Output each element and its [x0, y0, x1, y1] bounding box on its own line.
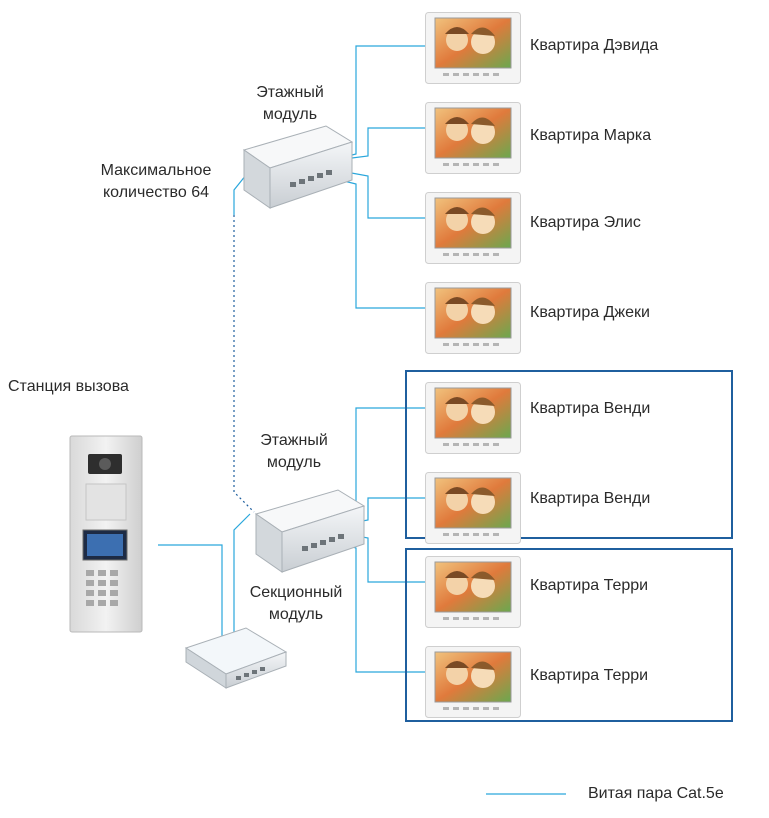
floor-module-label-2-line2: модуль: [266, 454, 322, 471]
apartment-label-wendy-1: Квартира Венди: [530, 400, 651, 417]
max-count-line2: количество 64: [102, 184, 210, 201]
call-station-label: Станция вызова: [8, 378, 129, 395]
apartment-label-mark: Квартира Марка: [530, 127, 652, 144]
max-count-label: Максимальное количество 64: [80, 160, 232, 204]
apartment-label-wendy-2: Квартира Венди: [530, 490, 651, 507]
floor-module-device-2: [254, 489, 366, 573]
section-module-line2: модуль: [268, 606, 324, 623]
floor-module-label-2: Этажный модуль: [238, 430, 350, 474]
floor-module-device-1: [242, 125, 354, 209]
riser-dotted: [233, 215, 255, 513]
apartment-label-david: Квартира Дэвида: [530, 37, 659, 54]
indoor-monitor: [425, 472, 521, 544]
section-module-line1: Секционный: [249, 584, 343, 601]
indoor-monitor: [425, 646, 521, 718]
apartment-label-terry-1: Квартира Терри: [530, 577, 649, 594]
max-count-line1: Максимальное: [100, 162, 212, 179]
apartment-group-1: [405, 370, 733, 539]
floor-module-label-1-line1: Этажный: [256, 84, 324, 101]
legend-label: Витая пара Cat.5e: [588, 785, 724, 802]
floor-module-label-1: Этажный модуль: [238, 82, 342, 126]
apartment-group-2: [405, 548, 733, 722]
indoor-monitor: [425, 12, 521, 84]
indoor-monitor: [425, 282, 521, 354]
section-module-label: Секционный модуль: [236, 582, 356, 626]
apartment-label-terry-2: Квартира Терри: [530, 667, 649, 684]
indoor-monitor: [425, 382, 521, 454]
indoor-monitor: [425, 102, 521, 174]
section-module-device: [184, 627, 288, 689]
apartment-label-jackie: Квартира Джеки: [530, 304, 650, 321]
apartment-label-alice: Квартира Элис: [530, 214, 641, 231]
floor-module-label-1-line2: модуль: [262, 106, 318, 123]
indoor-monitor: [425, 556, 521, 628]
indoor-monitor: [425, 192, 521, 264]
floor-module-label-2-line1: Этажный: [260, 432, 328, 449]
call-station-device: [69, 435, 143, 633]
